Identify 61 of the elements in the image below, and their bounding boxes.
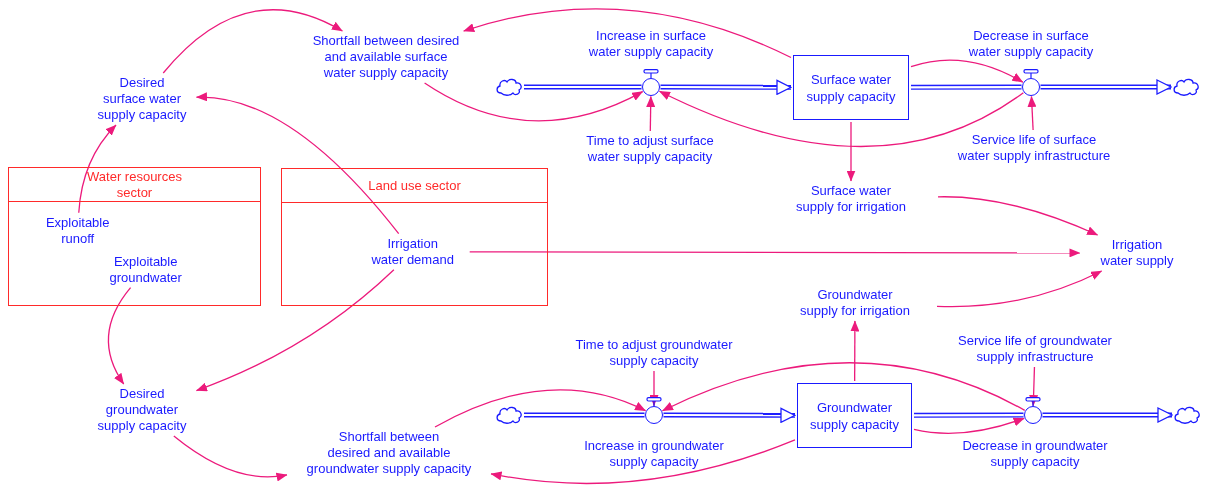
cloud-symbol (1174, 406, 1200, 424)
valve-symbol (645, 406, 663, 424)
link-arrow (195, 92, 400, 235)
variable-label: Surface water supply for irrigation (766, 183, 936, 215)
sector-box (281, 168, 548, 306)
flow-label: Decrease in groundwater supply capacity (961, 438, 1109, 470)
link-arrow (846, 121, 856, 182)
variable-label: Exploitable runoff (32, 214, 123, 247)
link-arrow (173, 435, 288, 481)
variable-label: Desired surface water supply capacity (89, 75, 195, 123)
link-arrow (1027, 95, 1037, 131)
flow-pipe (524, 84, 642, 90)
link-arrow (661, 362, 1026, 412)
link-arrow (423, 82, 644, 122)
link-arrow (162, 9, 343, 74)
link-arrow (469, 248, 1081, 258)
link-arrow (913, 417, 1025, 434)
sector-title: Land use sector (368, 177, 461, 194)
flow-pipe (524, 412, 645, 418)
flow-pipe (660, 79, 792, 95)
link-arrow (78, 124, 117, 214)
cloud-symbol (496, 78, 522, 96)
flow-pipe (1040, 79, 1172, 95)
link-arrow (646, 95, 656, 132)
link-arrow (658, 90, 1025, 148)
flow-label: Increase in surface water supply capacity (587, 28, 715, 60)
flow-pipe (911, 84, 1022, 90)
link-arrow (936, 270, 1103, 308)
variable-label: Shortfall between desired and available surface water supply capacity (286, 33, 486, 81)
variable-label: Irrigation water supply (1082, 237, 1192, 269)
link-arrow (937, 196, 1099, 236)
link-arrow (195, 269, 395, 392)
cloud-symbol (496, 406, 522, 424)
flow-label: Decrease in surface water supply capacity (967, 28, 1095, 60)
valve-symbol (642, 78, 660, 96)
flow-pipe (1042, 407, 1173, 423)
valve-symbol (1022, 78, 1040, 96)
sector-title: Water resources sector (86, 168, 183, 201)
variable-label: Service life of surface water supply infrastructure (939, 132, 1129, 164)
flow-pipe (663, 407, 796, 423)
stock-box: Groundwater supply capacity (797, 383, 912, 448)
variable-label: Exploitable groundwater (95, 253, 196, 286)
variable-label: Irrigation water demand (357, 235, 468, 268)
link-arrow (850, 320, 860, 382)
link-arrow (107, 287, 132, 385)
link-arrow (434, 389, 647, 428)
stock-box: Surface water supply capacity (793, 55, 909, 120)
valve-symbol (1024, 406, 1042, 424)
flow-label: Increase in groundwater supply capacity (583, 438, 725, 470)
variable-label: Time to adjust surface water supply capacity (550, 133, 750, 165)
flow-pipe (914, 412, 1024, 418)
variable-label: Shortfall between desired and available groundwater supply capacity (289, 429, 489, 477)
variable-label: Service life of groundwater supply infrastructure (940, 333, 1130, 365)
link-arrow (910, 59, 1024, 83)
variable-label: Groundwater supply for irrigation (775, 287, 935, 319)
variable-label: Desired groundwater supply capacity (89, 386, 195, 434)
link-arrow (490, 439, 796, 485)
link-arrow (463, 8, 792, 59)
cloud-symbol (1173, 78, 1199, 96)
sector-box (8, 167, 261, 306)
variable-label: Time to adjust groundwater supply capacity (554, 337, 754, 369)
